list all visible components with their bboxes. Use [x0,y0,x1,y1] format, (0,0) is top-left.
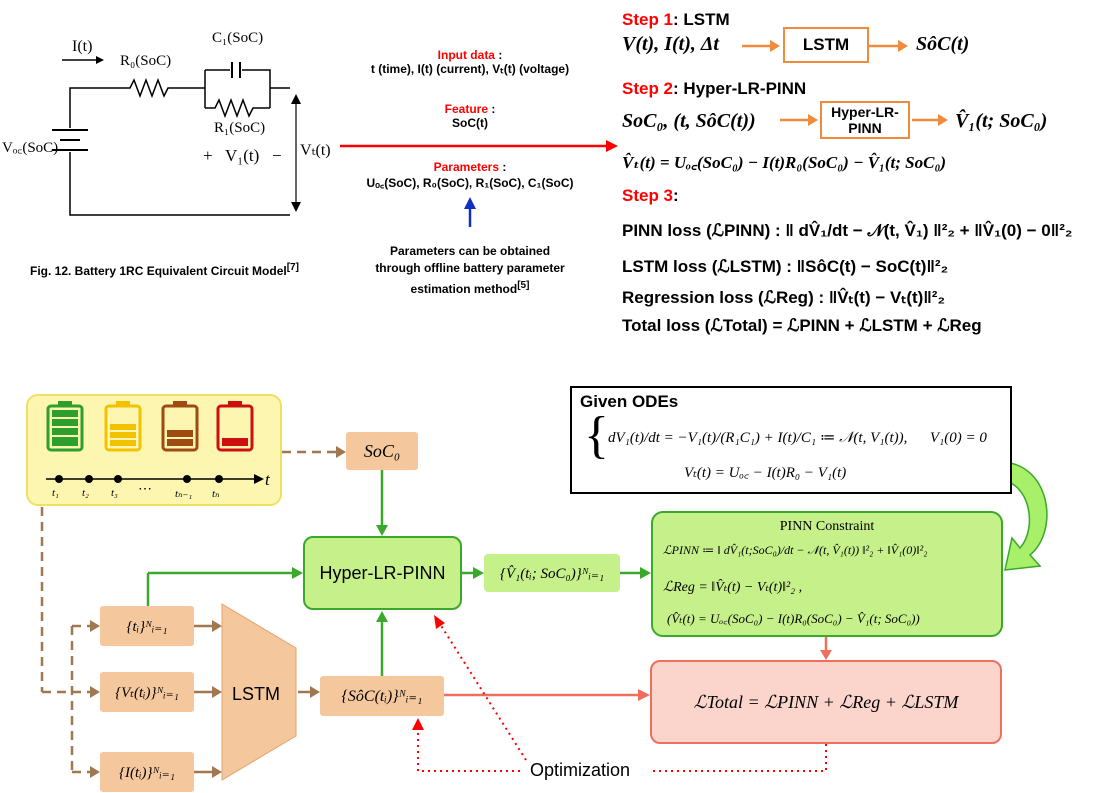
v1-set-box: {V̂₁(tᵢ; SoC₀)}ᴺᵢ₌₁ [484,554,620,592]
tick-t3: t₃ [111,487,118,499]
tick-t2: t₂ [82,487,89,499]
parameters-block: Parameters : Uₒ꜀(SoC), R₀(SoC), R₁(SoC),… [345,160,595,191]
r0-label: R₀(SoC) [120,53,172,69]
feature-block: Feature : SoC(t) [345,102,595,130]
r1-label: R₁(SoC) [214,120,266,136]
step3-heading: Step 3: [622,186,679,205]
i-set-box: {I(tᵢ)}ᴺᵢ₌₁ [100,752,194,792]
total-loss: Total loss (ℒTotal) = ℒPINN + ℒLSTM + ℒR… [622,316,982,335]
current-label: I(t) [72,38,93,55]
battery-icons [46,401,264,484]
figure-caption: Fig. 12. Battery 1RC Equivalent Circuit … [30,262,299,278]
tick-t1: t₁ [52,487,59,499]
main-red-arrow [340,140,618,227]
voc-label: Vₒ꜀(SoC) [2,140,59,156]
soc0-box: SoC₀ [346,432,418,470]
input-data-title: Input data [437,48,495,62]
circuit-diagram [52,56,301,216]
step1-lstm-box: LSTM [783,27,869,63]
input-data-block: Input data : t (time), I(t) (current), V… [345,48,595,76]
pinn-constraint-title: PINN Constraint [779,519,875,534]
step2-output: V̂₁(t; SoC₀) [955,110,1048,132]
hyper-lr-pinn-box: Hyper-LR-PINN [303,536,462,610]
feature-title: Feature [444,102,488,116]
tick-tn: tₙ [212,488,220,500]
optimization-label: Optimization [530,760,631,780]
parameters-title: Parameters [433,160,500,174]
lstm-label: LSTM [232,684,281,704]
pinn-loss: PINN loss (ℒPINN) : ‖ dV̂₁/dt − 𝒩(t, V̂₁… [622,221,1073,240]
step2-arrows [780,114,948,126]
pinn-constraint-line3: (V̂ₜ(t) = Uₒ꜀(SoC₀) − I(t)R₀(SoC₀) − V̂₁… [667,611,920,626]
step2-hyper-box: Hyper-LR- PINN [820,101,910,139]
lstm-loss: LSTM loss (ℒLSTM) : ‖SôC(t) − SoC(t)‖²₂ [622,257,949,276]
pinn-constraint-line2: ℒReg = ‖V̂ₜ(t) − Vₜ(t)‖²₂ , [663,580,803,595]
step1-heading: Step 1: LSTM [622,10,730,29]
ode-brace: { [584,407,609,464]
step2-equation: V̂ₜ(t) = Uₒ꜀(SoC₀) − I(t)R₀(SoC₀) − V̂₁(… [622,153,947,172]
vt-label: Vₜ(t) [300,142,331,159]
tick-tn-1: tₙ₋₁ [175,488,193,500]
step1-output: SôC(t) [916,33,970,55]
regression-loss: Regression loss (ℒReg) : ‖V̂ₜ(t) − Vₜ(t)… [622,288,946,307]
pinn-constraint-line1: ℒPINN ≔ ‖ dV̂₁(t;SoC₀)/dt − 𝒩(t, V̂₁(t))… [663,543,928,557]
given-odes-box: Given ODEs { dV₁(t)/dt = −V₁(t)/(R₁C₁) +… [570,386,1012,494]
timeline-axis-label: t [265,470,270,489]
step2-heading: Step 2: Hyper-LR-PINN [622,79,807,98]
step1-inputs: V(t), I(t), Δt [622,33,719,55]
pinn-constraint-box: PINN Constraint ℒPINN ≔ ‖ dV̂₁(t;SoC₀)/d… [651,511,1003,637]
ode-line1: dV₁(t)/dt = −V₁(t)/(R₁C₁) + I(t)/C₁ ≔ 𝒩(… [608,430,987,446]
soc-set-box: {SôC(tᵢ)}ᴺᵢ₌₁ [320,676,444,716]
ode-line2: Vₜ(t) = Uₒ꜀ − I(t)R₀ − V₁(t) [684,465,847,481]
step2-inputs: SoC₀, (t, SôC(t)) [622,110,756,132]
feature-body: SoC(t) [452,116,488,130]
v1-label: + V₁(t) − [203,146,282,165]
parameters-note: Parameters can be obtained through offli… [375,244,565,296]
v-set-box: {Vₜ(tᵢ)}ᴺᵢ₌₁ [100,672,194,712]
parameters-body: Uₒ꜀(SoC), R₀(SoC), R₁(SoC), C₁(SoC) [366,176,574,190]
odes-title: Given ODEs [580,392,679,411]
flow-connectors [40,446,1048,781]
total-loss-box: ℒTotal = ℒPINN + ℒReg + ℒLSTM [650,660,1002,744]
t-set-box: {tᵢ}ᴺᵢ₌₁ [100,606,194,646]
step1-arrows [742,40,908,52]
tick-ellipsis: ⋯ [138,482,152,497]
c1-label: C₁(SoC) [212,30,264,46]
input-data-body: t (time), I(t) (current), Vₜ(t) (voltage… [370,62,570,76]
